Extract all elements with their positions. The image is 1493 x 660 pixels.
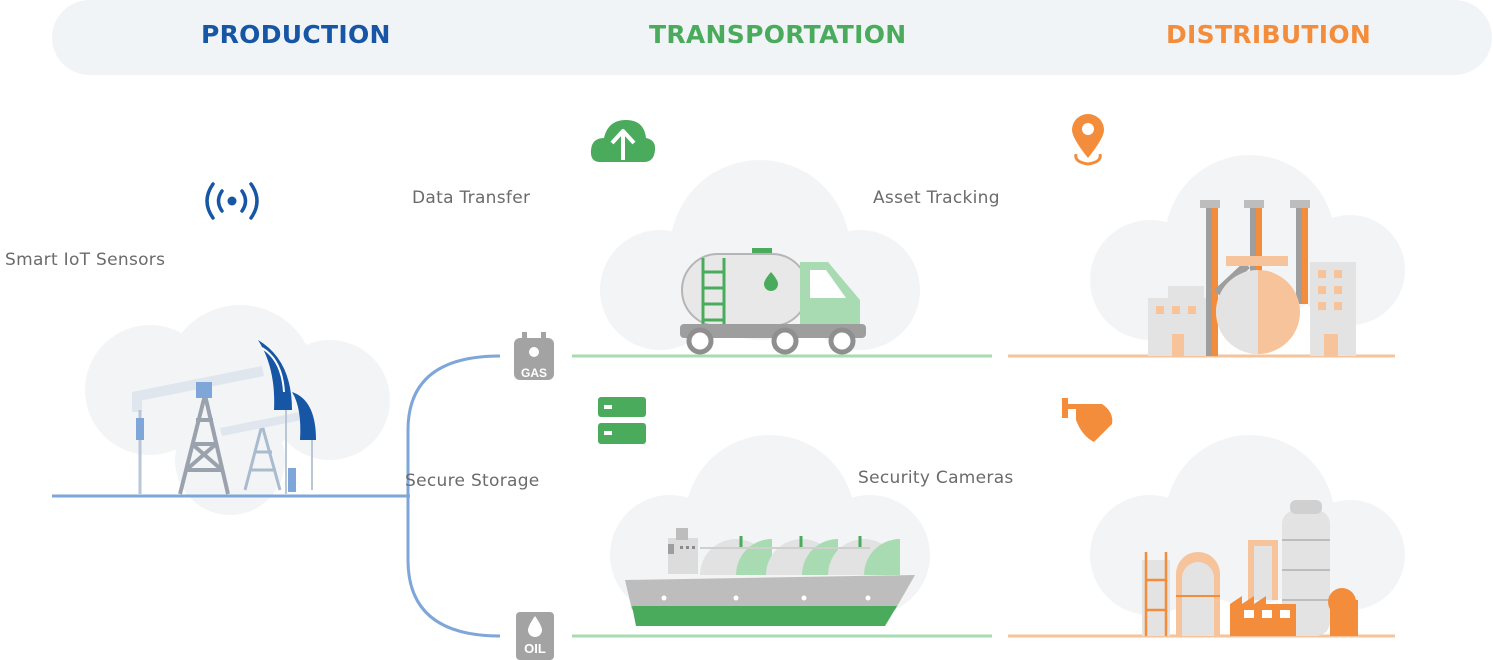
cloud-upload-icon xyxy=(590,120,656,162)
oil-badge-label: OIL xyxy=(524,641,546,656)
distribution-title: DISTRIBUTION xyxy=(1166,20,1372,49)
transportation-title: TRANSPORTATION xyxy=(649,20,907,49)
gas-badge-label: GAS xyxy=(521,366,547,380)
location-pin-icon xyxy=(1072,114,1104,166)
oil-pumpjack-illustration xyxy=(132,340,316,495)
oil-badge-icon xyxy=(516,612,554,660)
secure-storage-label: Secure Storage xyxy=(405,471,540,491)
pipeline xyxy=(52,354,501,638)
refinery-illustration-bottom xyxy=(1142,500,1358,636)
tanker-truck-illustration xyxy=(680,248,866,355)
gas-badge-icon xyxy=(514,332,554,380)
asset-tracking-label: Asset Tracking xyxy=(873,188,1000,208)
lng-ship-illustration xyxy=(625,528,915,626)
data-transfer-label: Data Transfer xyxy=(412,188,531,208)
production-title: PRODUCTION xyxy=(201,20,391,49)
smart-iot-sensors-label: Smart IoT Sensors xyxy=(5,250,166,270)
wireless-signal-icon xyxy=(205,182,259,220)
security-cameras-label: Security Cameras xyxy=(858,468,1014,488)
refinery-illustration-top xyxy=(1148,200,1356,356)
server-icon xyxy=(598,397,646,444)
header-bar xyxy=(52,0,1492,75)
security-camera-icon xyxy=(1062,398,1113,442)
